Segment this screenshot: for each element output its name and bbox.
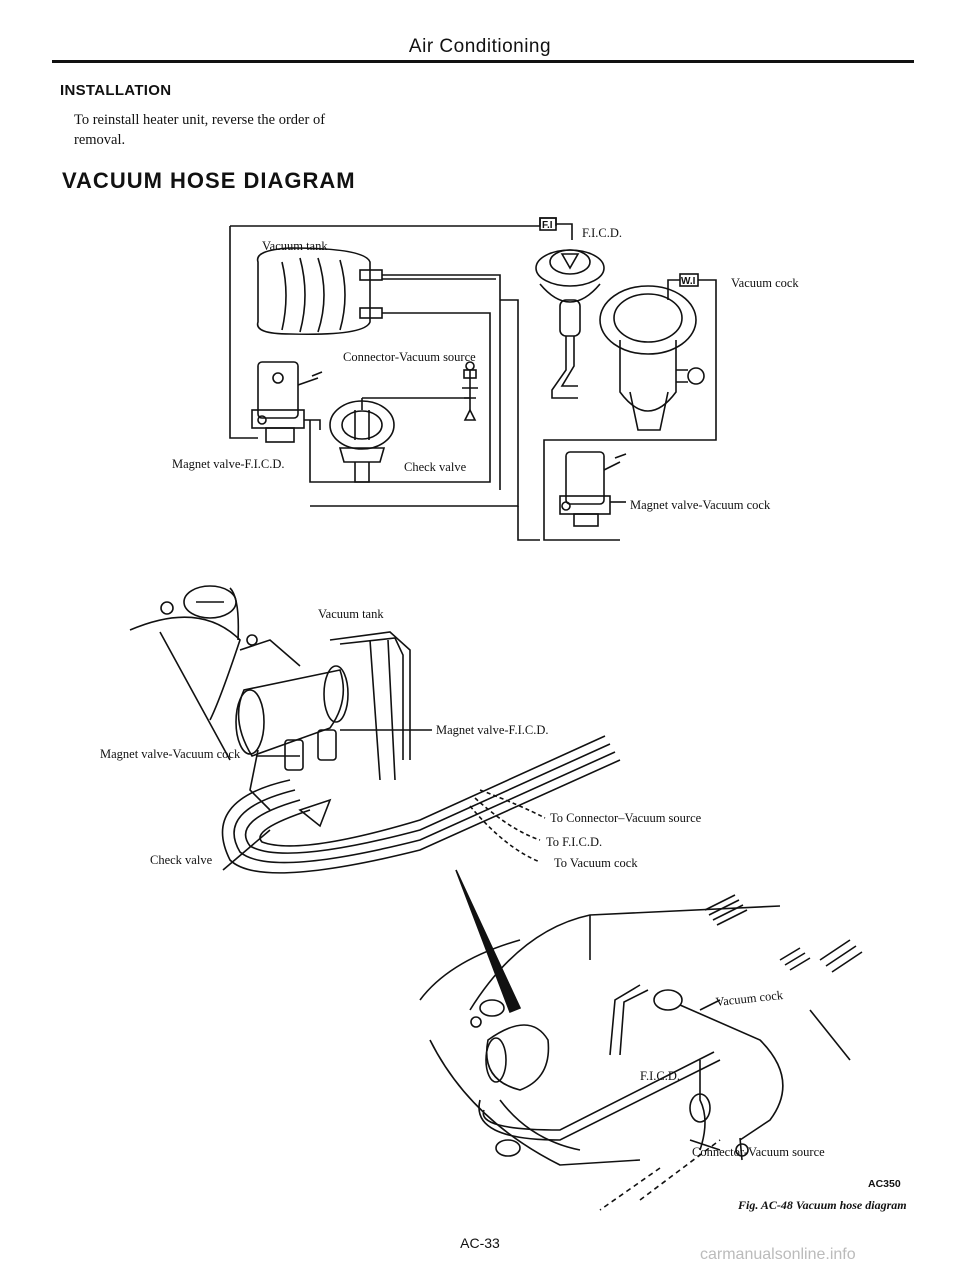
- magnet-valve-ficd-icon: [251, 361, 323, 443]
- tag-fi: F.I: [542, 220, 553, 231]
- engine-view-diagram: [419, 894, 863, 1211]
- label-engine-vacuum-cock: Vacuum cock: [715, 988, 785, 1009]
- schematic-labels: Vacuum tank Connector-Vacuum source Magn…: [172, 220, 799, 512]
- label-engine-connector-vacuum-source: Connector-Vacuum source: [692, 1145, 825, 1159]
- label-assembly-vacuum-tank: Vacuum tank: [318, 607, 384, 621]
- magnet-valve-vacuum-cock-icon: [517, 451, 627, 541]
- ficd-icon: [535, 217, 605, 399]
- label-assembly-magnet-valve-ficd: Magnet valve-F.I.C.D.: [436, 723, 549, 737]
- engine-view-labels: Vacuum cock F.I.C.D. Connector-Vacuum so…: [640, 988, 825, 1159]
- vacuum-cock-icon: [543, 273, 717, 541]
- schematic-diagram: [229, 217, 717, 541]
- assembly-labels: Vacuum tank Magnet valve-F.I.C.D. Magnet…: [100, 607, 702, 870]
- figure-caption: Fig. AC-48 Vacuum hose diagram: [738, 1198, 907, 1212]
- installation-text: To reinstall heater unit, reverse the or…: [74, 112, 326, 148]
- label-ficd: F.I.C.D.: [582, 226, 622, 240]
- watermark: carmanualsonline.info: [700, 1246, 856, 1263]
- page-number: AC-33: [460, 1235, 500, 1251]
- label-connector-vacuum-source: Connector-Vacuum source: [343, 350, 476, 364]
- installation-heading: INSTALLATION: [60, 82, 172, 99]
- connector-vacuum-source-icon: [362, 361, 478, 421]
- check-valve-icon: [329, 398, 395, 483]
- label-to-connector: To Connector–Vacuum source: [550, 811, 702, 825]
- section-heading: VACUUM HOSE DIAGRAM: [62, 168, 356, 193]
- label-assembly-magnet-valve-vacuum-cock: Magnet valve-Vacuum cock: [100, 747, 241, 761]
- assembly-diagram: [129, 585, 621, 1014]
- page-header-title: Air Conditioning: [408, 36, 552, 57]
- label-vacuum-tank: Vacuum tank: [262, 239, 328, 253]
- header-rule: [52, 60, 914, 63]
- label-vacuum-cock: Vacuum cock: [731, 276, 799, 290]
- label-magnet-valve-vacuum-cock: Magnet valve-Vacuum cock: [630, 498, 771, 512]
- tag-wi: W.I: [681, 276, 696, 287]
- vacuum-tank-icon: [256, 247, 383, 336]
- label-to-vacuum-cock: To Vacuum cock: [554, 856, 638, 870]
- label-check-valve: Check valve: [404, 460, 467, 474]
- figure-code: AC350: [868, 1178, 901, 1190]
- label-assembly-check-valve: Check valve: [150, 853, 213, 867]
- label-engine-ficd: F.I.C.D.: [640, 1069, 680, 1083]
- label-to-ficd: To F.I.C.D.: [546, 835, 602, 849]
- label-magnet-valve-ficd: Magnet valve-F.I.C.D.: [172, 457, 285, 471]
